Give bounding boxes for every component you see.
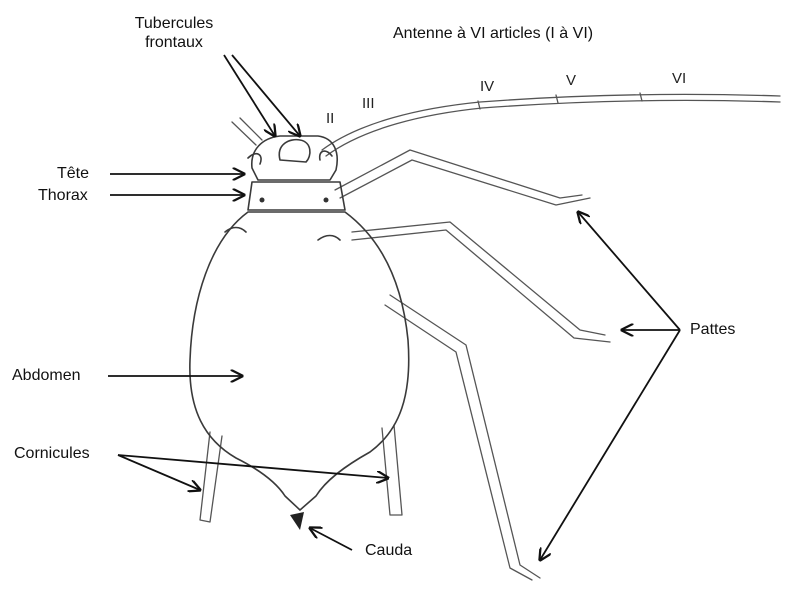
segment-label-iii: III xyxy=(362,95,375,112)
legs xyxy=(200,150,610,580)
annotation-arrows xyxy=(108,55,680,560)
label-tubercules-frontaux: Tubercules frontaux xyxy=(124,14,224,52)
label-pattes: Pattes xyxy=(690,320,735,339)
label-cornicules: Cornicules xyxy=(14,444,90,463)
segment-label-ii: II xyxy=(326,110,334,127)
segment-label-v: V xyxy=(566,72,576,89)
label-tete: Tête xyxy=(57,164,89,183)
label-thorax: Thorax xyxy=(38,186,88,205)
label-antenne: Antenne à VI articles (I à VI) xyxy=(393,24,593,43)
segment-label-vi: VI xyxy=(672,70,686,87)
antenna xyxy=(232,93,780,156)
label-abdomen: Abdomen xyxy=(12,366,81,385)
label-cauda: Cauda xyxy=(365,541,412,560)
segment-label-iv: IV xyxy=(480,78,494,95)
